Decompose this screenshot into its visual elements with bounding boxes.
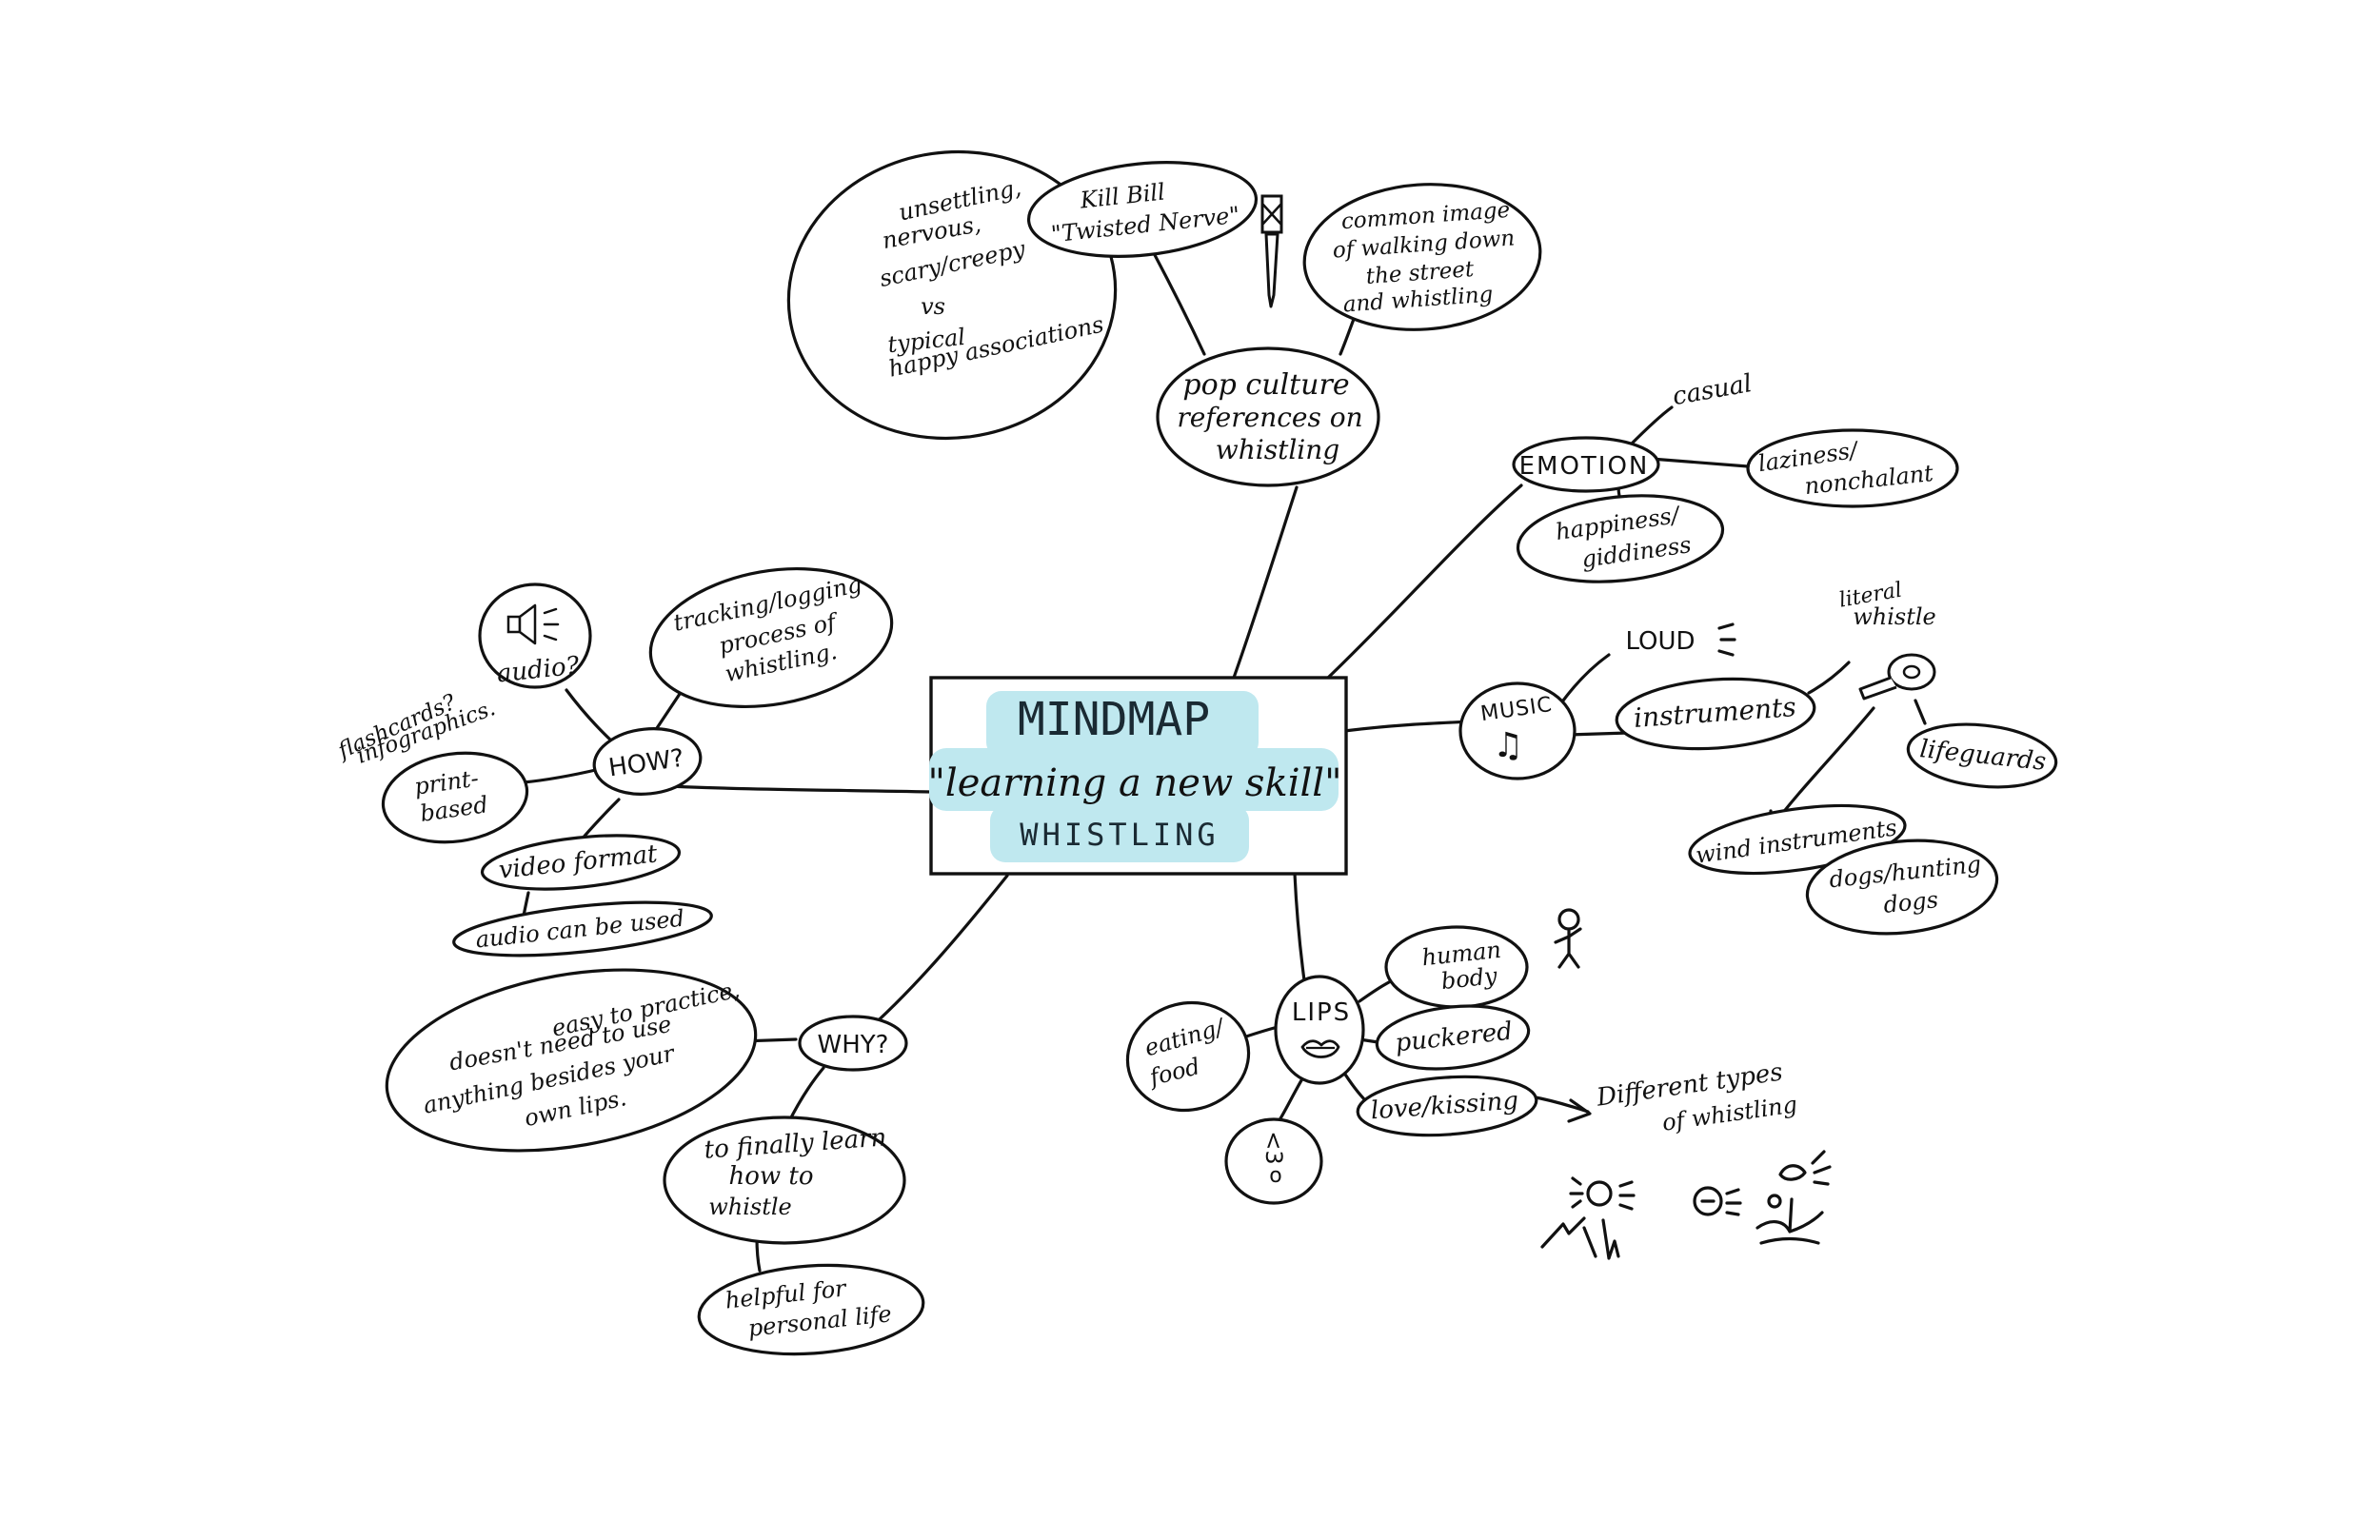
pop-walking-bubble[interactable] xyxy=(1299,177,1545,338)
whistle-icon xyxy=(1858,653,1936,701)
why-easy-bubble[interactable] xyxy=(372,943,769,1176)
line-music-loud xyxy=(1561,653,1611,702)
arrow-love-types-head xyxy=(1567,1098,1592,1123)
lips-icon xyxy=(1300,1039,1340,1058)
lips-heart-mouth: o xyxy=(1269,1164,1281,1188)
center-node[interactable]: MINDMAP "learning a new skill" WHISTLING xyxy=(928,676,1348,876)
emotion-laziness-bubble[interactable] xyxy=(1746,428,1959,508)
lips-love-bubble[interactable] xyxy=(1356,1072,1538,1141)
lips-hub-label: LIPS xyxy=(1292,998,1351,1027)
pop-unsettling-line-4: vs xyxy=(921,293,945,320)
center-topic: WHISTLING xyxy=(1020,817,1219,853)
how-audio-used-bubble[interactable] xyxy=(451,893,714,965)
how-video-bubble[interactable] xyxy=(480,827,682,897)
loud-sound-lines xyxy=(1717,622,1736,657)
branch-pop-culture: pop culture references on whistling unse… xyxy=(786,149,1545,487)
center-highlight-subtitle xyxy=(929,748,1339,811)
how-hub-bubble[interactable] xyxy=(591,723,704,799)
line-why-finally xyxy=(786,1066,825,1125)
pop-hub-line-1: pop culture xyxy=(1182,368,1349,402)
line-how-print xyxy=(522,767,602,784)
lips-hub-bubble[interactable] xyxy=(1274,975,1365,1085)
lips-human-line-2: body xyxy=(1439,962,1498,995)
speaker-icon xyxy=(506,603,560,645)
branch-lips: LIPS eating/ food human body puckered lo… xyxy=(1116,908,1832,1260)
branch-how: HOW? audio? tracking/logging process of … xyxy=(333,551,902,965)
center-subtitle: "learning a new skill" xyxy=(928,761,1342,805)
why-helpful-bubble[interactable] xyxy=(696,1258,926,1361)
music-lifeguards-bubble[interactable] xyxy=(1905,718,2059,794)
lips-eating-bubble[interactable] xyxy=(1116,990,1259,1123)
line-center-music xyxy=(1342,720,1476,733)
line-center-emotion xyxy=(1326,484,1523,680)
lips-puckered-bubble[interactable] xyxy=(1374,999,1532,1076)
center-highlight-topic xyxy=(990,805,1249,862)
emotion-hub-label: EMOTION xyxy=(1519,452,1650,481)
music-note-icon: ♫ xyxy=(1493,726,1523,765)
branch-music: MUSIC ♫ LOUD instruments literal whistle… xyxy=(1458,579,2059,942)
line-center-how xyxy=(645,783,933,794)
center-title: MINDMAP xyxy=(1018,693,1210,746)
pop-killbill-bubble[interactable] xyxy=(1024,152,1261,267)
line-music-instruments xyxy=(1567,731,1630,737)
lips-heart-label: <3 xyxy=(1260,1131,1287,1164)
pop-hub-bubble[interactable] xyxy=(1156,346,1380,487)
music-hub-bubble[interactable] xyxy=(1458,681,1577,780)
music-loud: LOUD xyxy=(1625,627,1695,656)
branch-why: WHY? easy to practice, doesn't need to u… xyxy=(372,943,926,1361)
line-center-why xyxy=(860,874,1009,1037)
how-tracking-bubble[interactable] xyxy=(640,551,902,724)
line-instruments-literal xyxy=(1807,661,1851,695)
line-center-lips xyxy=(1293,872,1306,982)
music-instruments-bubble[interactable] xyxy=(1615,673,1817,755)
whistling-doodles-icon xyxy=(1540,1150,1832,1260)
line-emotion-casual xyxy=(1628,405,1674,447)
person-icon xyxy=(1554,908,1582,969)
emotion-casual: casual xyxy=(1671,369,1755,411)
arrow-love-types xyxy=(1529,1095,1590,1114)
music-dogs-line-2: dogs xyxy=(1882,886,1939,918)
why-finally-line-3: whistle xyxy=(708,1194,792,1220)
emotion-happiness-bubble[interactable] xyxy=(1514,486,1727,591)
why-finally-line-2: how to xyxy=(728,1162,813,1191)
branch-emotion: EMOTION casual laziness/ nonchalant happ… xyxy=(1512,369,1959,591)
pop-hub-line-2: references on xyxy=(1177,402,1362,433)
line-emotion-laziness xyxy=(1649,457,1750,468)
why-hub-bubble[interactable] xyxy=(798,1015,908,1072)
music-dogs-bubble[interactable] xyxy=(1803,832,2002,942)
line-whistle-lifeguards xyxy=(1914,699,1927,725)
center-highlight-title xyxy=(986,691,1259,758)
knife-icon xyxy=(1260,194,1283,308)
line-center-pop xyxy=(1232,485,1299,680)
pop-hub-line-3: whistling xyxy=(1216,434,1339,465)
line-pop-killbill xyxy=(1152,251,1206,356)
why-finally-bubble[interactable] xyxy=(663,1116,906,1245)
line-lips-love xyxy=(1340,1068,1369,1104)
music-literal-line-2: whistle xyxy=(1853,603,1936,630)
emotion-hub-bubble[interactable] xyxy=(1512,436,1660,493)
line-how-audio xyxy=(565,688,613,742)
how-print-bubble[interactable] xyxy=(377,744,532,851)
lips-heart-bubble[interactable] xyxy=(1224,1117,1323,1205)
why-hub-label: WHY? xyxy=(818,1031,889,1059)
line-lips-heart xyxy=(1276,1074,1306,1125)
